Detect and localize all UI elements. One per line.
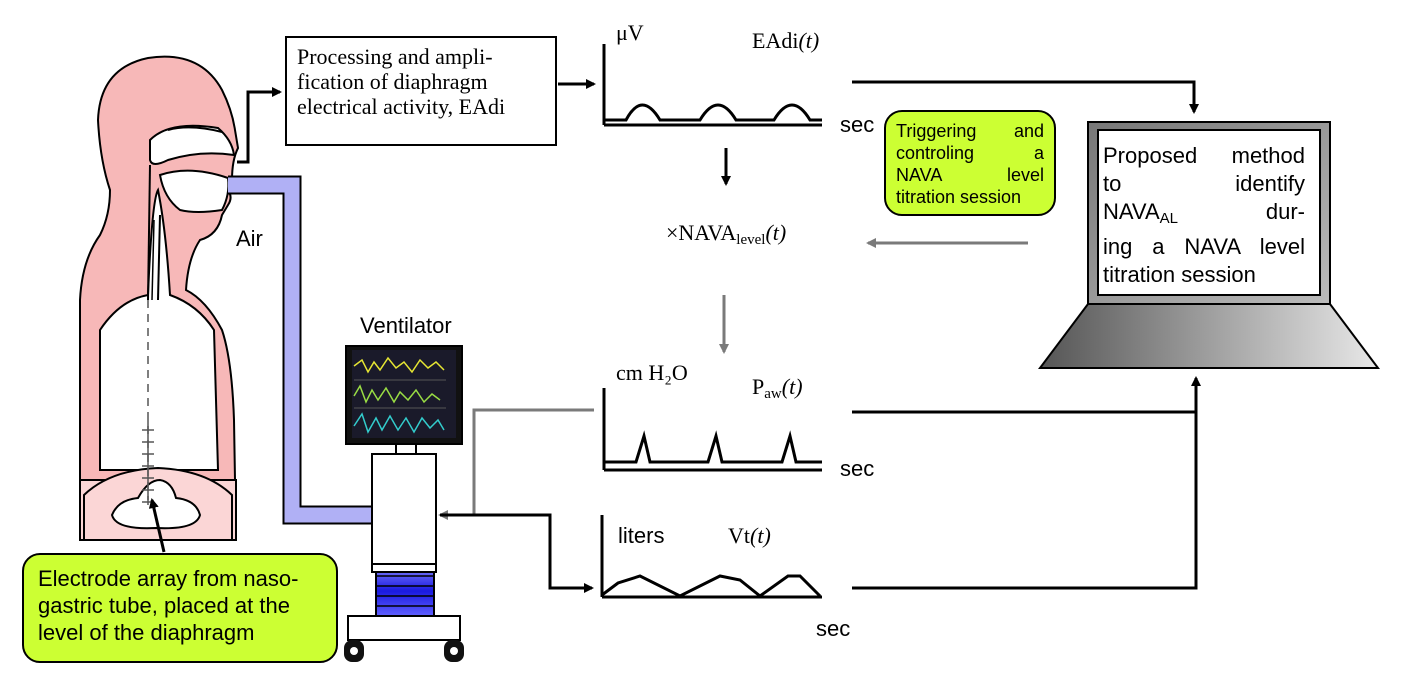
eadi-signal-name: EAdi: [752, 28, 799, 53]
computer-line-5: titration session: [1103, 262, 1256, 287]
vt-y-unit: liters: [618, 523, 665, 548]
eadi-signal-arg: (t): [798, 28, 820, 53]
eadi-signal-label: EAdi(t): [752, 28, 819, 54]
paw-plot: [602, 388, 822, 472]
computer-nava-al: NAVAAL: [1103, 199, 1179, 227]
eadi-y-unit: μV: [616, 20, 644, 45]
paw-x-unit: sec: [840, 456, 875, 481]
trigger-line-2: controling a: [896, 143, 1044, 163]
computer-laptop: [1038, 121, 1380, 369]
eadi-x-unit: sec: [840, 112, 875, 137]
computer-line-4: ing a NAVA level: [1103, 234, 1305, 259]
processing-box: Processing and ampli- fication of diaphr…: [285, 36, 557, 146]
electrode-line-3: level of the diaphragm: [38, 620, 255, 645]
electrode-line-1: Electrode array from naso-: [38, 566, 299, 591]
air-label: Air: [236, 226, 263, 251]
processing-line-1: Processing and ampli-: [297, 44, 493, 69]
trigger-line-1: Triggering and: [896, 121, 1044, 141]
paw-y-unit: cm H₂O: [616, 360, 688, 385]
multiplier-arg: (t): [765, 220, 787, 245]
nava-level-multiplier: ×NAVAlevel(t): [666, 220, 786, 253]
grey-line-paw-to-ventilator: [438, 408, 594, 520]
multiplier-prefix: ×NAVA: [666, 220, 737, 245]
multiplier-subscript: level: [736, 232, 766, 248]
trigger-line-4: titration session: [896, 187, 1022, 207]
computer-screen-text: Proposed method to identify NAVAAL dur- …: [1103, 142, 1305, 289]
paw-signal-label: Paw(t): [752, 374, 803, 402]
arrow-eadi-to-computer: [852, 80, 1199, 114]
processing-line-2: fication of diaphragm: [297, 69, 488, 94]
arrow-electrode-pointer: [148, 498, 166, 553]
ventilator-device: [344, 345, 464, 662]
arrow-body-to-processing: [237, 87, 282, 164]
processing-line-3: electrical activity, EAdi: [297, 94, 506, 119]
trigger-box: Triggering and controling a NAVA level t…: [884, 110, 1056, 216]
computer-line-1: Proposed method: [1103, 143, 1305, 168]
electrode-box: Electrode array from naso- gastric tube,…: [22, 553, 338, 663]
patient-body-illustration: [79, 55, 240, 541]
electrode-line-2: gastric tube, placed at the: [38, 593, 290, 618]
eadi-plot: [602, 44, 822, 127]
vt-plot: [600, 515, 822, 599]
arrow-ventilator-to-vt: [440, 513, 594, 593]
vt-signal-label: Vt(t): [728, 523, 771, 548]
vt-x-unit: sec: [816, 616, 851, 641]
trigger-line-3: NAVA level: [896, 165, 1044, 185]
computer-line-3: NAVAAL dur-: [1103, 199, 1305, 227]
computer-line-2: to identify: [1103, 171, 1305, 196]
arrow-vt-to-computer: [852, 376, 1201, 590]
ventilator-label: Ventilator: [360, 313, 452, 338]
